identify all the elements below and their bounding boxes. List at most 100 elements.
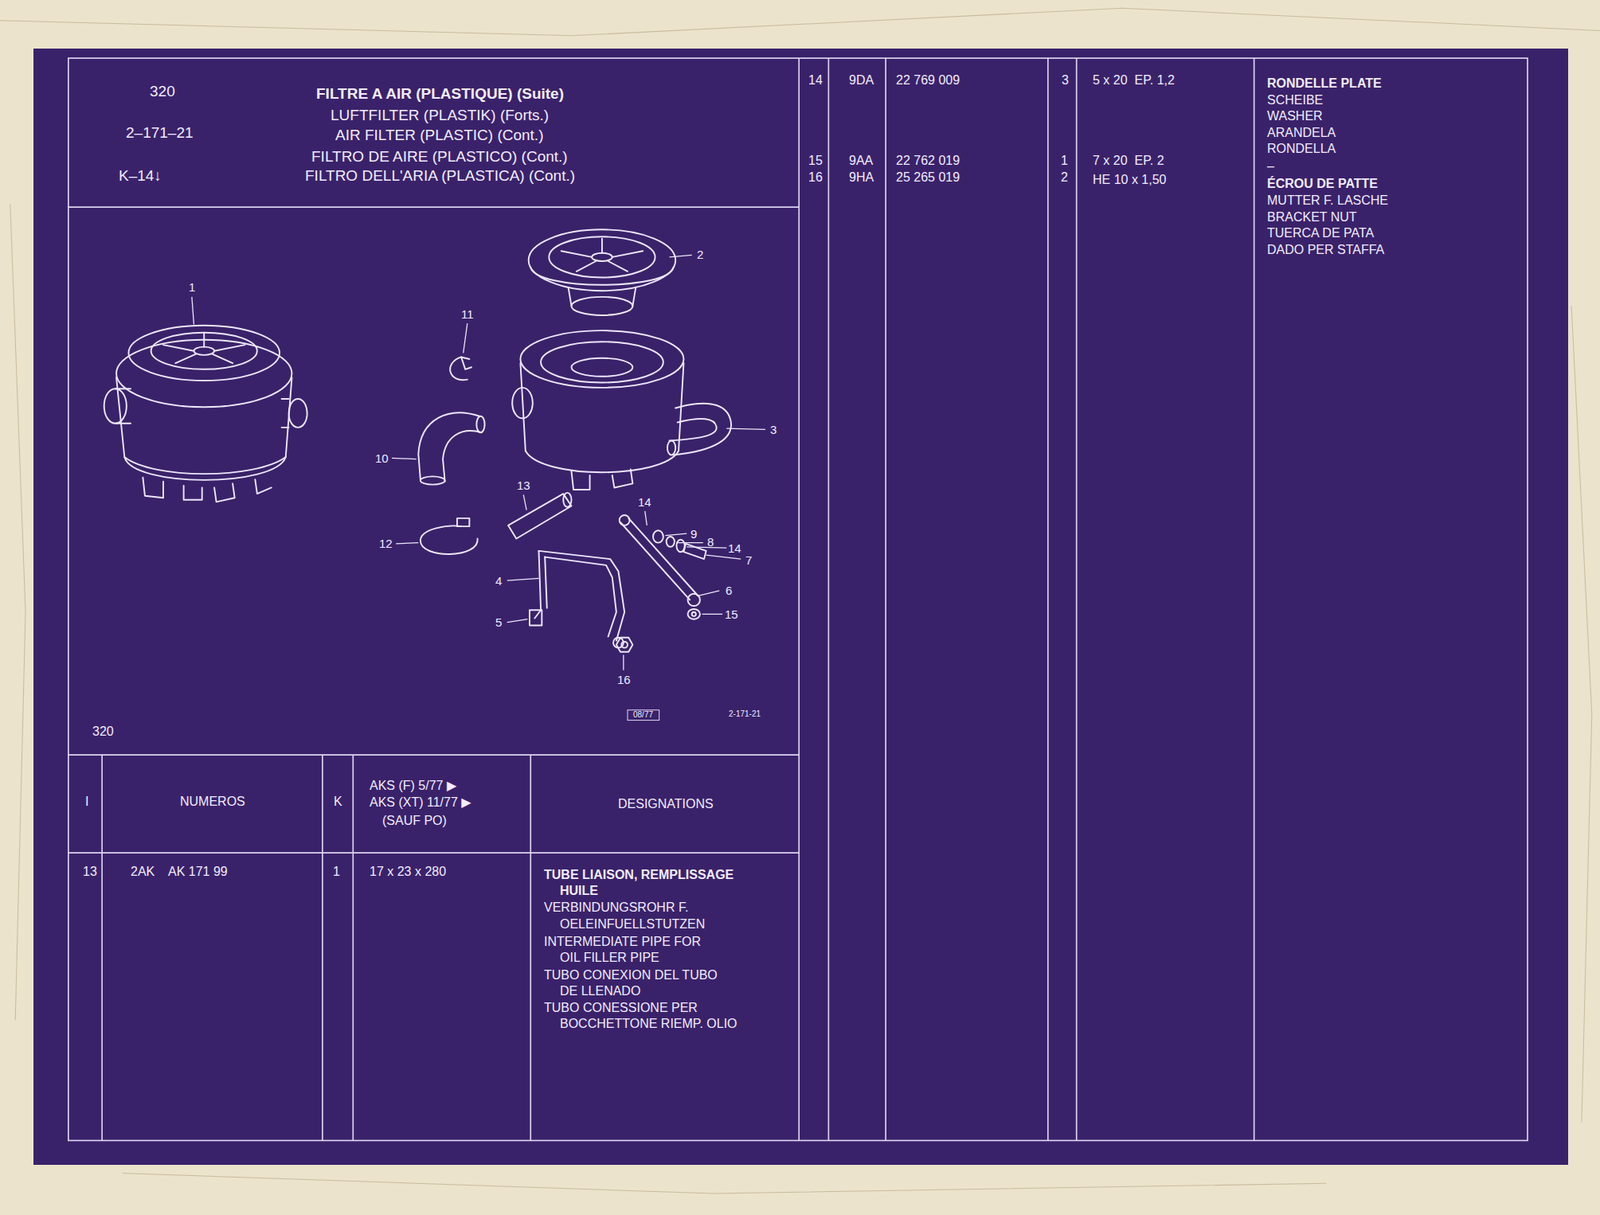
drawing-line — [1075, 58, 1078, 1141]
drawing-path — [520, 363, 684, 451]
drawing-path — [1571, 305, 1593, 1123]
drawing-path — [616, 637, 634, 653]
drawing-path — [142, 477, 271, 503]
callout-number: 5 — [495, 616, 502, 629]
designation: MUTTER F. LASCHE — [1267, 194, 1389, 208]
drawing-line — [101, 755, 103, 1141]
drawing-line — [665, 533, 687, 536]
column-header: K — [333, 795, 343, 809]
table-rules — [68, 58, 1528, 1141]
column-header: I — [85, 795, 89, 809]
designation: – — [1267, 160, 1275, 173]
drawing-line — [68, 206, 799, 208]
drawing-rect — [627, 710, 660, 721]
title-line: AIR FILTER (PLASTIC) (Cont.) — [335, 127, 544, 143]
drawing-line — [697, 590, 720, 596]
designation: ARANDELA — [1267, 126, 1336, 140]
drawing-path — [571, 469, 634, 490]
part-prefix: 9DA — [848, 74, 874, 87]
page-number: 320 — [92, 725, 114, 739]
drawing-line — [828, 58, 830, 1141]
drawing-path — [0, 7, 1600, 36]
scratches — [0, 7, 1600, 1194]
callout-number: 2 — [696, 248, 704, 261]
callout-number: 1 — [188, 281, 196, 294]
drawing-line — [1047, 58, 1049, 1141]
part-prefix: 9AA — [848, 154, 873, 168]
drawing-line — [645, 511, 648, 526]
callout-number: 7 — [745, 554, 752, 567]
column-header: NUMEROS — [179, 795, 246, 809]
drawing-ellipse — [591, 253, 613, 262]
drawing-path — [561, 238, 644, 272]
drawing-ellipse — [688, 609, 701, 620]
group-code: 2–171–21 — [125, 125, 194, 141]
drawing-ellipse — [151, 332, 258, 370]
drawing-path — [10, 203, 26, 1021]
drawing-line — [463, 323, 468, 353]
drawing-line — [191, 297, 195, 325]
drawing-path — [508, 493, 572, 539]
drawing-path — [539, 551, 626, 642]
drawing-line — [395, 543, 419, 544]
drawing-line — [669, 254, 693, 258]
drawing-line — [706, 555, 742, 560]
designation: WASHER — [1267, 109, 1323, 123]
drawing-ellipse — [128, 325, 280, 381]
drawing-line — [68, 852, 799, 854]
drawing-ellipse — [666, 536, 675, 548]
quantity: 1 — [332, 865, 341, 879]
part-number: AK 171 99 — [168, 865, 228, 879]
drawing-ellipse — [104, 388, 127, 424]
item-number: 15 — [808, 154, 823, 168]
drawing-line — [676, 542, 703, 544]
callout-number: 9 — [690, 528, 697, 540]
drawing-line — [507, 619, 529, 623]
callout-number: 15 — [724, 608, 739, 621]
drawing-ellipse — [653, 530, 664, 543]
drawing-path — [116, 377, 292, 474]
quantity: 1 — [1060, 154, 1068, 168]
callout-number: 14 — [637, 496, 652, 509]
date-code: 08/77 — [633, 711, 654, 720]
drawing-path — [122, 1173, 1327, 1194]
drawing-ellipse — [540, 341, 664, 383]
drawing-line — [686, 547, 727, 548]
drawing-ellipse — [512, 387, 533, 419]
drawing-line — [622, 655, 624, 671]
designation: TUBO CONESSIONE PER — [543, 1001, 698, 1015]
drawing-line — [702, 614, 724, 615]
drawing-path — [669, 418, 717, 442]
drawing-ellipse — [420, 476, 446, 485]
designation: HUILE — [559, 884, 599, 898]
designation: SCHEIBE — [1267, 93, 1323, 107]
designation: BRACKET NUT — [1267, 211, 1358, 224]
callout-number: 3 — [770, 423, 777, 436]
drawing-rect — [457, 518, 470, 527]
drawing-line — [1253, 58, 1256, 1141]
title-line: FILTRO DELL'ARIA (PLASTICA) (Cont.) — [305, 168, 576, 184]
drawing-path — [544, 557, 617, 638]
drawing-line — [391, 457, 417, 459]
page-number: 320 — [149, 83, 176, 99]
drawing-line — [523, 494, 527, 510]
designation: OIL FILLER PIPE — [559, 951, 660, 965]
drawing-ellipse — [116, 340, 292, 408]
designation: TUERCA DE PATA — [1267, 226, 1374, 240]
designation: VERBINDUNGSROHR F. — [543, 901, 689, 915]
part-prefix: 9HA — [848, 171, 874, 184]
callout-number: 8 — [707, 535, 714, 548]
dimension: HE 10 x 1,50 — [1092, 173, 1167, 187]
title-line: FILTRO DE AIRE (PLASTICO) (Cont.) — [311, 148, 568, 165]
quantity: 2 — [1060, 171, 1068, 184]
designation: ÉCROU DE PATTE — [1267, 177, 1378, 191]
drawing-ellipse — [548, 236, 655, 278]
drawing-path — [461, 356, 472, 369]
drawing-path — [683, 543, 706, 560]
designation: OELEINFUELLSTUTZEN — [559, 918, 705, 932]
column-header: (SAUF PO) — [382, 814, 447, 828]
drawing-ellipse — [667, 441, 676, 456]
drawing-line — [884, 58, 887, 1141]
title-line: LUFTFILTER (PLASTIK) (Forts.) — [330, 107, 549, 123]
drawing-ellipse — [692, 612, 697, 617]
